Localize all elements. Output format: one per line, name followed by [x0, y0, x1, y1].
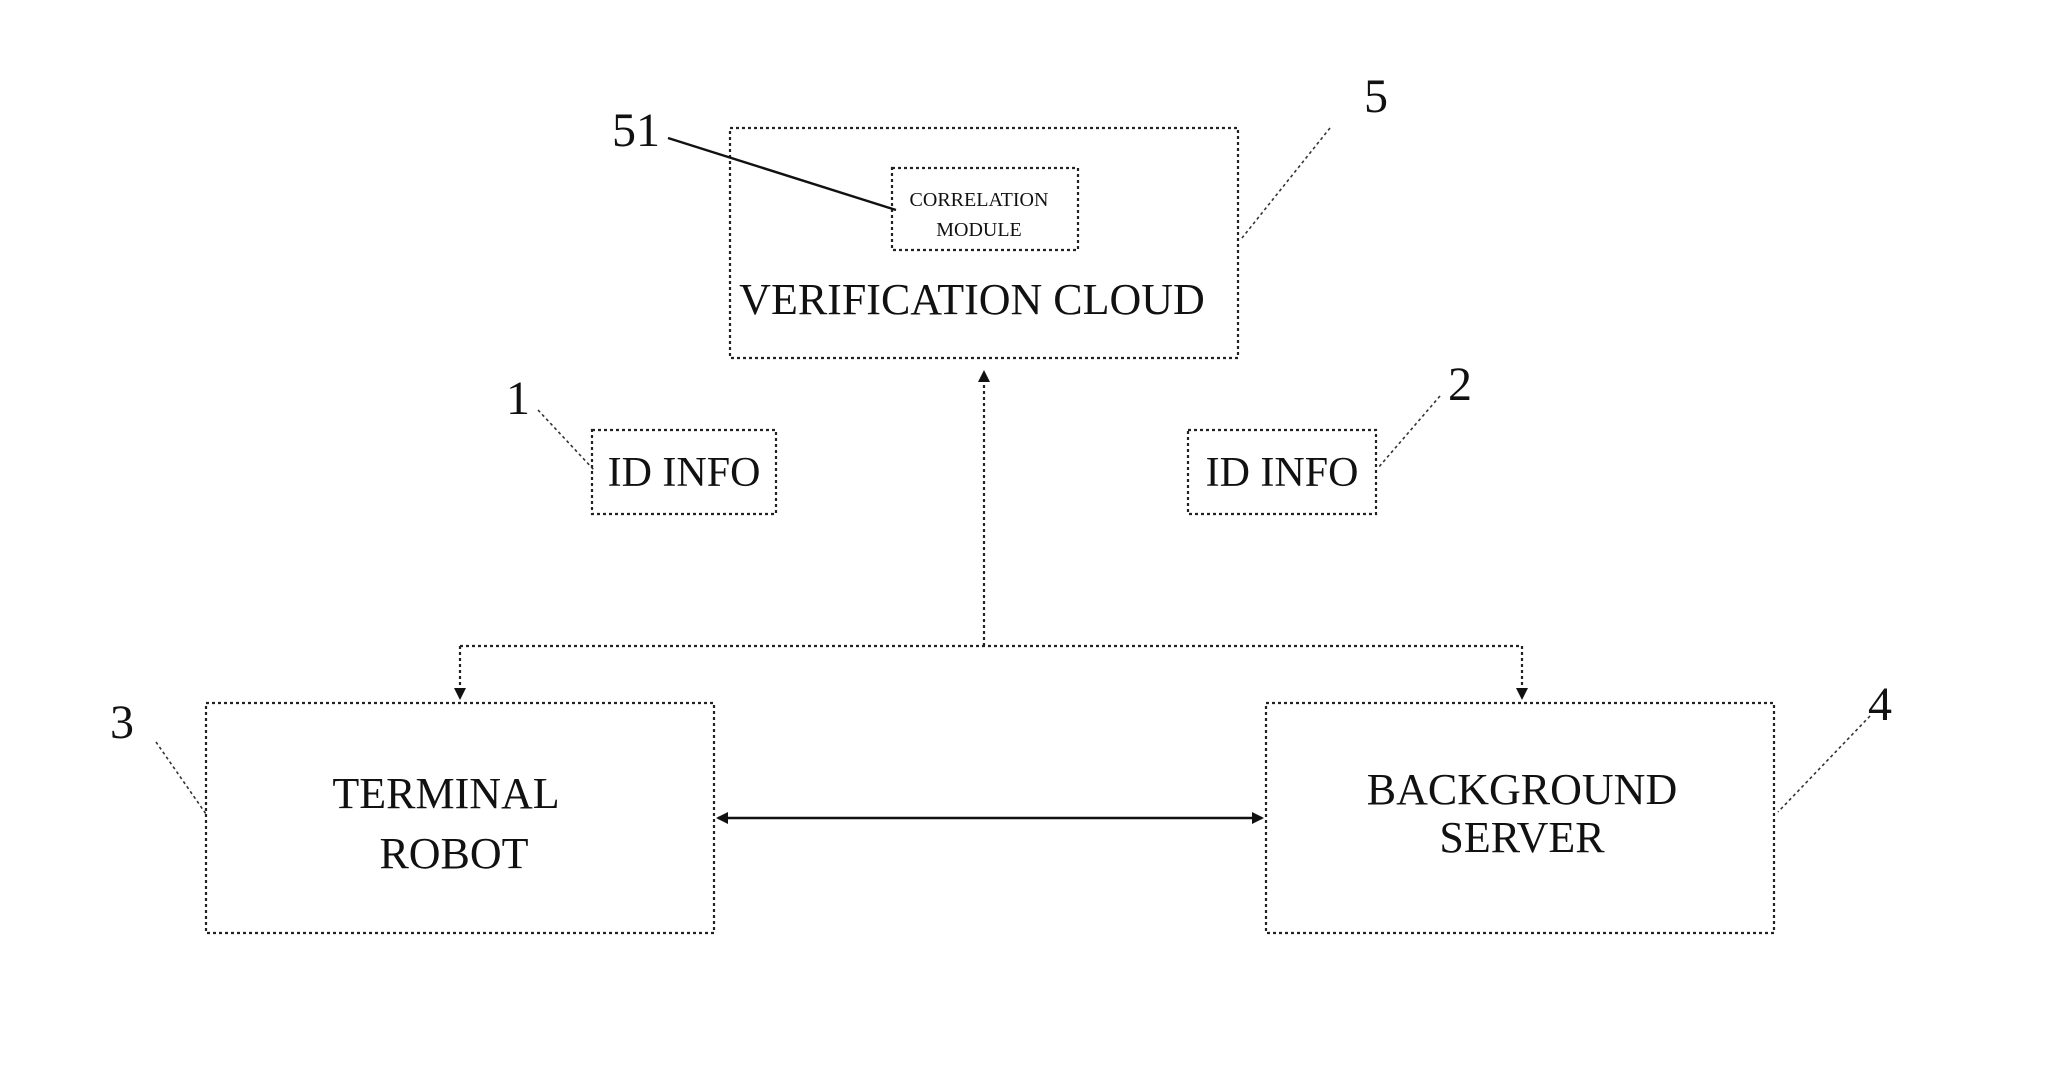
leader-4 — [1778, 716, 1870, 812]
ref-numeral-3: 3 — [110, 696, 134, 749]
id-info-right-label: ID INFO — [1206, 450, 1359, 496]
id-info-left-label: ID INFO — [608, 450, 761, 496]
terminal-robot-box — [206, 703, 714, 933]
background-server-label-line2: SERVER — [1439, 813, 1605, 862]
correlation-module-label-line1: CORRELATION — [910, 189, 1049, 211]
ref-numeral-51: 51 — [612, 104, 660, 157]
terminal-robot-label-line2: ROBOT — [379, 829, 528, 878]
leader-5 — [1242, 128, 1330, 238]
terminal-robot-label-line1: TERMINAL — [332, 769, 559, 818]
leader-3 — [156, 742, 206, 814]
background-server-label-line1: BACKGROUND — [1367, 765, 1677, 814]
correlation-module-label-line2: MODULE — [936, 219, 1022, 241]
ref-numeral-5: 5 — [1364, 70, 1388, 123]
ref-numeral-2: 2 — [1448, 358, 1472, 411]
ref-numeral-4: 4 — [1868, 678, 1892, 731]
leader-1 — [538, 410, 594, 470]
verification-cloud-label: VERIFICATION CLOUD — [739, 275, 1205, 324]
ref-numeral-1: 1 — [506, 372, 530, 425]
leader-2 — [1378, 396, 1440, 468]
